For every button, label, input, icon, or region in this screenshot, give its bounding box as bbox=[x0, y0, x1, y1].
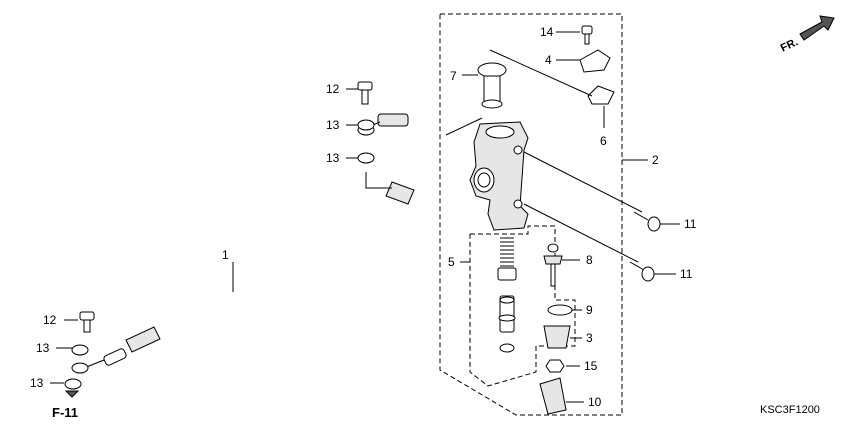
joint-nut bbox=[545, 359, 565, 373]
piston bbox=[498, 295, 516, 353]
piston-kit-bracket bbox=[469, 225, 576, 387]
callout-4: 4 bbox=[545, 53, 552, 67]
callout-13-upper-b: 13 bbox=[326, 151, 340, 165]
front-direction-arrow bbox=[799, 15, 835, 41]
callout-3: 3 bbox=[586, 331, 593, 345]
push-rod bbox=[543, 243, 563, 287]
callout-13-lower-a: 13 bbox=[36, 341, 50, 355]
mounting-bolt-lower bbox=[629, 261, 655, 282]
reservoir-joint bbox=[477, 62, 507, 109]
reservoir-cap bbox=[579, 49, 611, 73]
callout-9: 9 bbox=[586, 303, 593, 317]
diaphragm bbox=[587, 85, 615, 105]
mounting-bolt-upper bbox=[633, 211, 661, 232]
lower-sealing-washer-a bbox=[71, 344, 89, 356]
upper-bolt bbox=[357, 81, 373, 105]
callout-13-lower-b: 13 bbox=[30, 376, 44, 390]
piston-spring bbox=[497, 237, 517, 281]
reservoir-cap-screw bbox=[581, 25, 593, 45]
callout-6: 6 bbox=[600, 134, 607, 148]
callout-11-lower: 11 bbox=[680, 267, 693, 281]
lower-banjo-fitting bbox=[71, 359, 105, 374]
upper-sealing-washer-a bbox=[357, 119, 375, 131]
brake-hose bbox=[103, 113, 431, 366]
callout-13-upper-a: 13 bbox=[326, 118, 340, 132]
callout-8: 8 bbox=[586, 253, 593, 267]
callout-12-upper: 12 bbox=[326, 82, 340, 96]
callout-10: 10 bbox=[588, 395, 602, 409]
callout-12-lower: 12 bbox=[43, 313, 57, 327]
reference-arrow-icon bbox=[64, 390, 80, 398]
push-rod-joint bbox=[539, 377, 567, 415]
lower-sealing-washer-b bbox=[64, 378, 82, 390]
front-direction-label: FR. bbox=[779, 36, 800, 54]
reference-label: F-11 bbox=[52, 405, 78, 420]
boot bbox=[543, 325, 571, 349]
callout-5: 5 bbox=[448, 255, 455, 269]
callout-1: 1 bbox=[222, 248, 229, 262]
callout-2: 2 bbox=[652, 153, 659, 167]
callout-11-upper: 11 bbox=[684, 217, 697, 231]
diagram-code: KSC3F1200 bbox=[760, 404, 820, 416]
assembly-bracket bbox=[439, 13, 623, 416]
master-cylinder-body bbox=[469, 121, 529, 231]
lower-bolt bbox=[79, 311, 95, 333]
callout-14: 14 bbox=[540, 25, 554, 39]
callout-7: 7 bbox=[450, 69, 457, 83]
snap-ring bbox=[547, 304, 573, 316]
callout-15: 15 bbox=[584, 359, 598, 373]
upper-sealing-washer-b bbox=[357, 152, 375, 164]
